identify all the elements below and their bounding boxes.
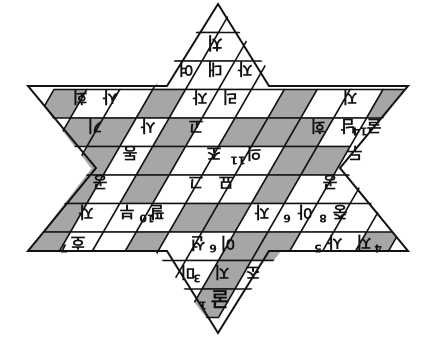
cell-glyph-16: 기	[88, 117, 103, 136]
cell-glyph-38: 자	[192, 88, 207, 107]
cell-glyph-13: 팔	[149, 203, 164, 222]
cell-glyph-30: 사	[140, 117, 155, 136]
cell-glyph-12: 부	[119, 203, 134, 222]
crossword-glyphs: 굴 1 미 지 조 3 호 선 이 7 6 사 지 5 4 자 부 팔 10 자…	[60, 32, 382, 312]
cell-glyph-7: 선	[191, 234, 206, 253]
cell-number-6: 3	[193, 272, 201, 285]
cell-number-18: 8	[319, 212, 327, 225]
cell-number-8: 4	[374, 242, 382, 255]
cell-glyph-27: 공	[322, 173, 337, 192]
cell-glyph-41: 회	[73, 88, 88, 107]
cell-number-14: 6	[209, 242, 217, 255]
cell-number-1: 1	[199, 299, 207, 312]
cell-glyph-18: 중	[332, 203, 347, 222]
cell-glyph-8: 치	[207, 32, 223, 52]
cell-number-15: 6	[283, 212, 291, 225]
cell-glyph-28: 동	[122, 144, 137, 163]
cell-glyph-19: 이	[221, 234, 236, 253]
star-border	[25, 2, 411, 335]
cell-glyph-40: 지	[343, 88, 358, 107]
cell-number-9: 5	[314, 242, 322, 255]
star-outline	[25, 2, 411, 335]
cell-glyph-2: 미	[181, 263, 196, 282]
cell-glyph-10: 사	[327, 233, 342, 252]
cell-glyph-9: 여	[179, 60, 194, 79]
cell-number-17: 7	[60, 242, 68, 255]
cell-glyph-33: 남	[340, 117, 355, 136]
cell-glyph-11: 지	[357, 233, 372, 252]
cell-glyph-35: 의	[247, 144, 262, 163]
cell-glyph-34: 회	[311, 117, 326, 136]
cell-glyph-31: 조	[206, 144, 221, 163]
cell-glyph-25: 대	[208, 60, 223, 79]
cell-number-25: 11	[230, 154, 245, 167]
cell-glyph-21: 공	[92, 173, 107, 192]
cell-glyph-20: 자	[254, 203, 269, 222]
cell-glyph-24: 자	[78, 203, 93, 222]
cell-glyph-4: 조	[245, 263, 260, 282]
cell-glyph-3: 지	[215, 263, 230, 282]
cell-glyph-26: 묘	[218, 173, 233, 192]
cell-glyph-42: 사	[102, 88, 117, 107]
cell-number-22: 10	[139, 212, 155, 225]
cell-glyph-0: 굴	[211, 287, 229, 311]
cell-number-29: 14	[352, 125, 368, 138]
cell-glyph-36: 두	[347, 144, 362, 163]
cell-glyph-29: 자	[237, 60, 252, 79]
cell-glyph-15: 아	[297, 203, 312, 222]
cell-glyph-39: 리	[223, 88, 238, 107]
cell-glyph-5: 호	[70, 233, 85, 252]
cell-glyph-32: 고	[188, 117, 203, 136]
cell-glyph-23: 그	[188, 173, 203, 192]
